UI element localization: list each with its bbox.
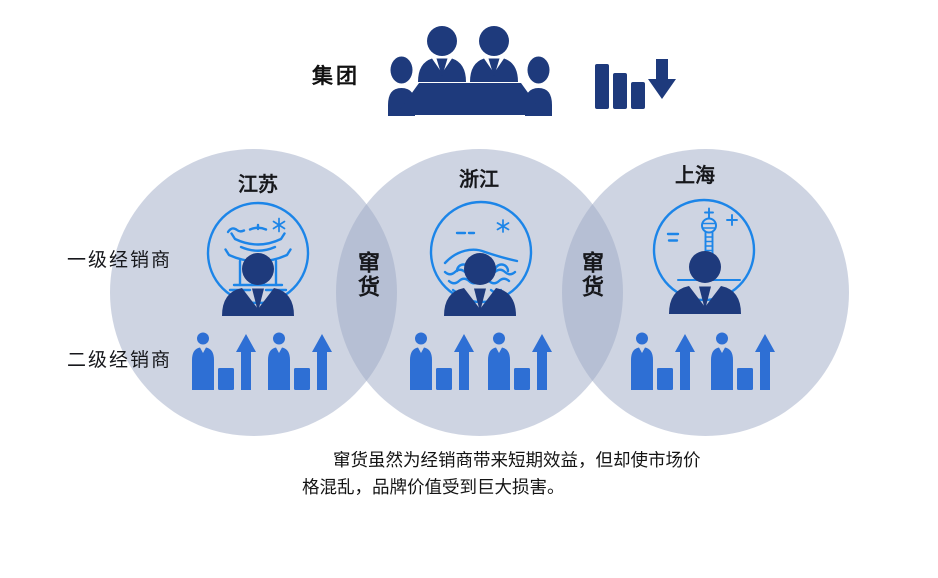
tier1-person-icon-shanghai (665, 250, 745, 314)
overlap-label-left: 窜货 (355, 251, 380, 299)
tier2-growth-icon-zhejiang-1 (408, 332, 474, 390)
region-name-shanghai: 上海 (675, 165, 715, 187)
tier2-growth-icon-jiangsu-1 (190, 332, 256, 390)
declining-bar-chart-down-arrow-icon (592, 57, 677, 109)
overlap-label-right: 窜货 (579, 251, 604, 299)
group-title: 集团 (312, 65, 360, 88)
region-name-zhejiang: 浙江 (459, 169, 499, 191)
caption-text: 窜货虽然为经销商带来短期效益，但却使市场价格混乱，品牌价值受到巨大损害。 (302, 450, 701, 497)
board-meeting-icon (385, 24, 555, 116)
tier2-distributor-label: 二级经销商 (67, 350, 173, 371)
tier1-person-icon-jiangsu (218, 252, 298, 316)
tier2-growth-icon-zhejiang-2 (486, 332, 552, 390)
tier2-growth-icon-shanghai-1 (629, 332, 695, 390)
region-name-jiangsu: 江苏 (238, 174, 278, 196)
tier1-distributor-label: 一级经销商 (67, 250, 173, 271)
tier2-growth-icon-jiangsu-2 (266, 332, 332, 390)
tier2-growth-icon-shanghai-2 (709, 332, 775, 390)
tier1-person-icon-zhejiang (440, 252, 520, 316)
